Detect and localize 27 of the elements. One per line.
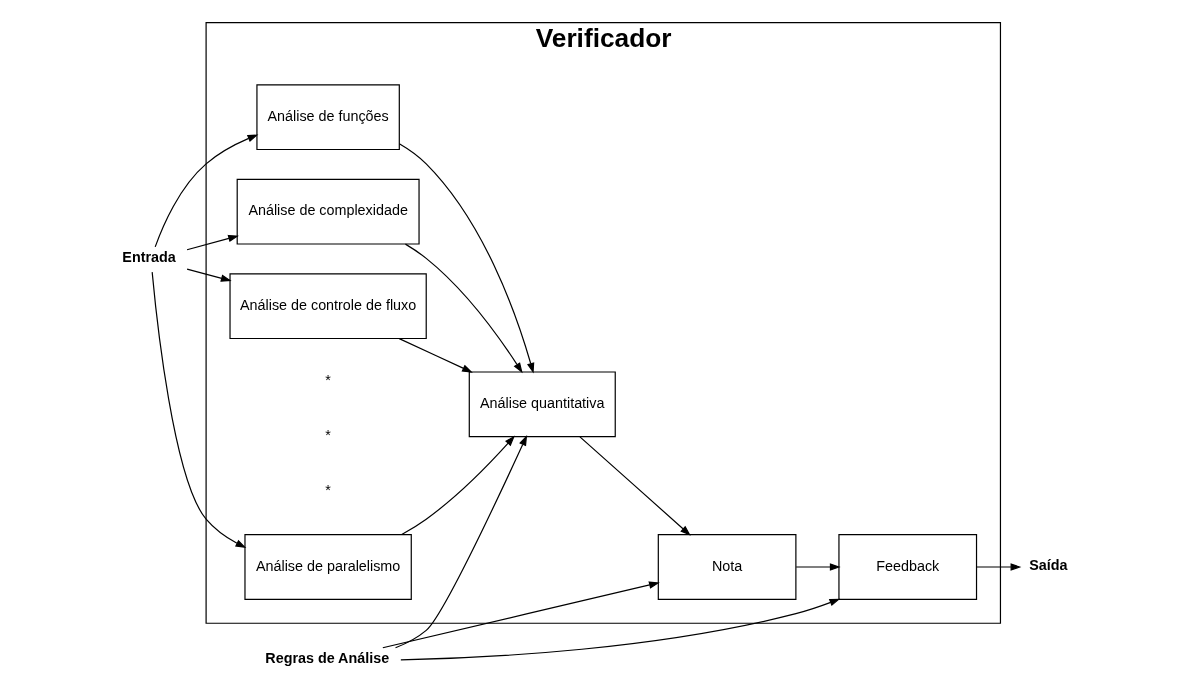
arrow [186,234,239,251]
label: * [324,372,331,389]
node-box: Análise de complexidade [236,178,420,245]
node-text: Saída [1028,556,1067,573]
node-text: Entrada [121,249,176,266]
arrow [186,268,232,282]
node-box: Feedback [837,534,977,600]
arrow [404,243,523,374]
node-box: Análise de paralelismo [243,534,412,600]
arrow [400,435,515,536]
arrow [394,434,527,649]
arrow [151,271,246,548]
node-box: Análise de funções [255,84,400,151]
arrow [578,436,691,536]
arrow [154,134,258,248]
label: * [324,427,331,444]
arrow [398,338,473,373]
arrow [398,143,534,374]
arrow [975,563,1021,571]
arrow [795,563,841,571]
node-box: Nota [657,534,796,600]
node-box: Análise quantitativa [468,371,616,438]
arrow [399,598,840,661]
node-text: Regras de Análise [264,649,389,666]
arrow [381,581,660,649]
label: * [324,482,331,499]
node-box: Análise de controle de fluxo [228,273,427,340]
